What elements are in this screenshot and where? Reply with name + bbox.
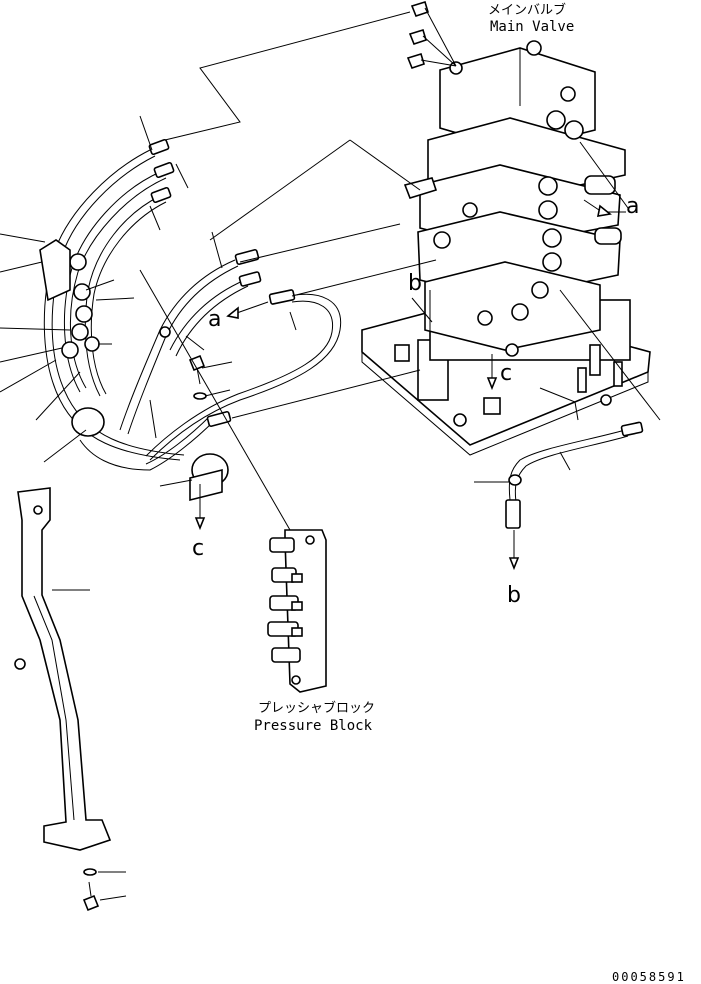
main-valve [361,0,651,456]
drawing-number: 00058591 [612,970,686,984]
ref-c-valve: c [500,361,512,386]
support-bracket [14,487,112,912]
ref-b-valve: b [408,271,422,296]
leader-lines [0,11,661,901]
ref-a-valve: a [626,194,639,219]
ref-b-pipe: b [507,583,521,608]
pipe-assembly [505,421,644,529]
main-valve-label-en: Main Valve [490,19,574,35]
pressure-block-label-en: Pressure Block [254,718,373,734]
main-valve-label-jp: メインバルブ [488,2,566,18]
pressure-block-label-jp: プレッシャブロック [258,700,375,716]
hose-bundle [39,138,342,502]
ref-a-hose: a [208,307,221,332]
ref-c-bracket: c [192,536,204,561]
pressure-block [267,529,327,693]
